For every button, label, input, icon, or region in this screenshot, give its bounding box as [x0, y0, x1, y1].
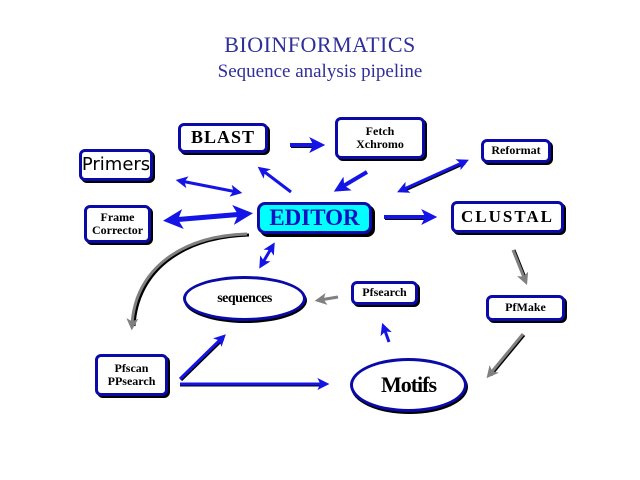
node-frame-line2: Corrector	[91, 223, 144, 237]
node-pfscan-line2: PPsearch	[107, 374, 156, 388]
node-pfsearch-label: Pfsearch	[362, 285, 407, 300]
node-primers[interactable]: Primers	[79, 149, 153, 181]
arrow-editor-reformat	[397, 159, 469, 193]
diagram-subtitle: Sequence analysis pipeline	[217, 61, 423, 82]
arrow-motifs-to-pfsearch	[380, 322, 392, 343]
node-pfscan-line1: Pfscan	[114, 360, 149, 375]
arrow-editor-to-pfscan	[126, 232, 250, 331]
node-editor[interactable]: EDITOR	[257, 202, 372, 234]
arrow-blast-to-fetch	[290, 137, 326, 153]
arrow-pfscan-to-motifs	[180, 378, 330, 390]
diagram-title: BIOINFORMATICS	[224, 32, 416, 57]
node-motifs[interactable]: Motifs	[350, 358, 467, 412]
node-frame-line1: Frame	[100, 209, 135, 224]
arrow-editor-frame-corrector	[163, 204, 253, 230]
node-sequences-label: sequences	[217, 290, 272, 306]
node-primers-label: Primers	[81, 154, 151, 176]
node-pfmake-label: PfMake	[505, 300, 546, 315]
arrow-clustal-to-pfmake	[511, 249, 529, 286]
node-fetch-line2: Xchromo	[356, 137, 404, 151]
node-blast[interactable]: BLAST	[178, 123, 268, 153]
arrow-editor-sequences	[259, 242, 275, 269]
node-clustal-label: CLUSTAL	[460, 206, 555, 226]
node-fetch-line1: Fetch	[365, 123, 395, 138]
arrow-fetch-to-editor	[333, 170, 369, 192]
node-editor-label: EDITOR	[269, 205, 360, 231]
arrow-editor-to-blast	[257, 166, 292, 194]
node-reformat-label: Reformat	[491, 143, 541, 158]
node-fetch-xchromo[interactable]: Fetch Xchromo	[335, 117, 425, 159]
node-pfmake[interactable]: PfMake	[486, 295, 565, 321]
node-blast-label: BLAST	[190, 127, 256, 148]
node-pfscan-ppsearch[interactable]: Pfscan PPsearch	[95, 354, 168, 396]
node-motifs-label: Motifs	[380, 372, 437, 397]
arrow-editor-to-clustal	[384, 209, 438, 225]
arrow-pfsearch-to-sequences	[314, 292, 339, 305]
node-clustal[interactable]: CLUSTAL	[451, 201, 564, 233]
node-pfsearch[interactable]: Pfsearch	[351, 281, 418, 305]
node-sequences[interactable]: sequences	[183, 276, 306, 321]
node-reformat[interactable]: Reformat	[481, 139, 551, 163]
arrow-editor-primers	[175, 176, 243, 197]
arrow-pfscan-to-sequences	[178, 334, 226, 382]
arrow-pfmake-to-motifs	[486, 333, 526, 379]
node-frame-corrector[interactable]: Frame Corrector	[84, 205, 151, 243]
